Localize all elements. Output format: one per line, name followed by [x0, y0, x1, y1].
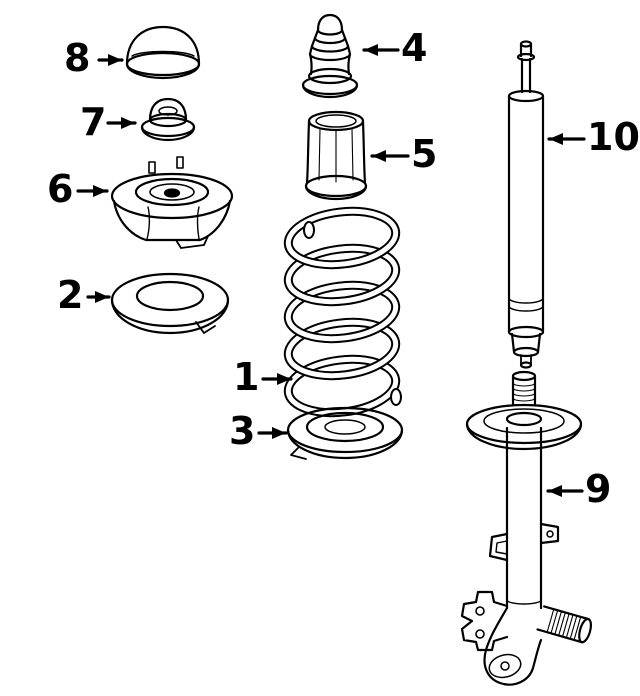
strut-mount-drawing: [110, 156, 234, 249]
strut-cartridge-drawing: [507, 40, 545, 369]
dust-shield-drawing: [304, 110, 368, 201]
callout-label-7[interactable]: 7: [80, 100, 107, 144]
callout-label-9[interactable]: 9: [585, 467, 612, 511]
bump-stop-drawing: [301, 13, 359, 99]
callout-arrows: [76, 44, 586, 497]
lower-spring-seat-drawing: [286, 406, 404, 460]
coil-spring-drawing: [283, 206, 402, 418]
callout-label-10[interactable]: 10: [587, 115, 640, 159]
callout-label-6[interactable]: 6: [47, 167, 74, 211]
callout-label-8[interactable]: 8: [64, 36, 91, 80]
callout-label-5[interactable]: 5: [411, 132, 438, 176]
callout-label-2[interactable]: 2: [57, 273, 84, 317]
callout-label-1[interactable]: 1: [233, 355, 260, 399]
strut-housing-drawing: [460, 370, 593, 686]
mount-cap-drawing: [140, 97, 196, 142]
callout-label-4[interactable]: 4: [401, 26, 428, 70]
upper-spring-insulator-drawing: [110, 272, 230, 335]
callout-label-3[interactable]: 3: [229, 409, 256, 453]
dust-cap-drawing: [125, 25, 201, 80]
